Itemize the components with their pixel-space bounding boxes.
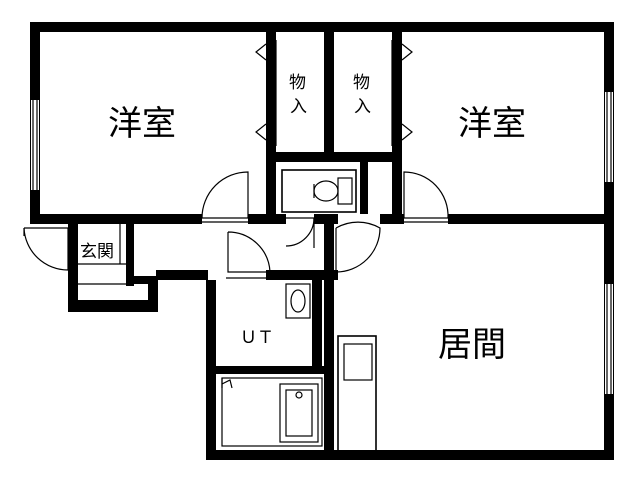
room-labels: 洋室 洋室 物 入 物 入 玄関 ＵＴ 居間 xyxy=(80,73,526,365)
toilet-fixture xyxy=(281,169,357,213)
walls xyxy=(30,22,614,460)
unit-bath-label: ＵＴ xyxy=(240,328,274,348)
closet-left-label-top: 物 xyxy=(289,73,306,93)
closet-right-label-top: 物 xyxy=(353,73,370,93)
closet-left-label-bottom: 入 xyxy=(290,97,307,117)
bathtub xyxy=(221,377,323,447)
doors xyxy=(23,171,449,285)
closet-right-label-bottom: 入 xyxy=(354,97,371,117)
entrance-label: 玄関 xyxy=(80,242,114,262)
kitchen-unit xyxy=(337,335,377,453)
closet-doors xyxy=(255,40,413,146)
western-room-right-label: 洋室 xyxy=(458,104,526,144)
western-room-left-label: 洋室 xyxy=(108,104,176,144)
washbasin xyxy=(285,283,311,319)
living-room-label: 居間 xyxy=(438,325,506,365)
windows xyxy=(31,92,613,394)
